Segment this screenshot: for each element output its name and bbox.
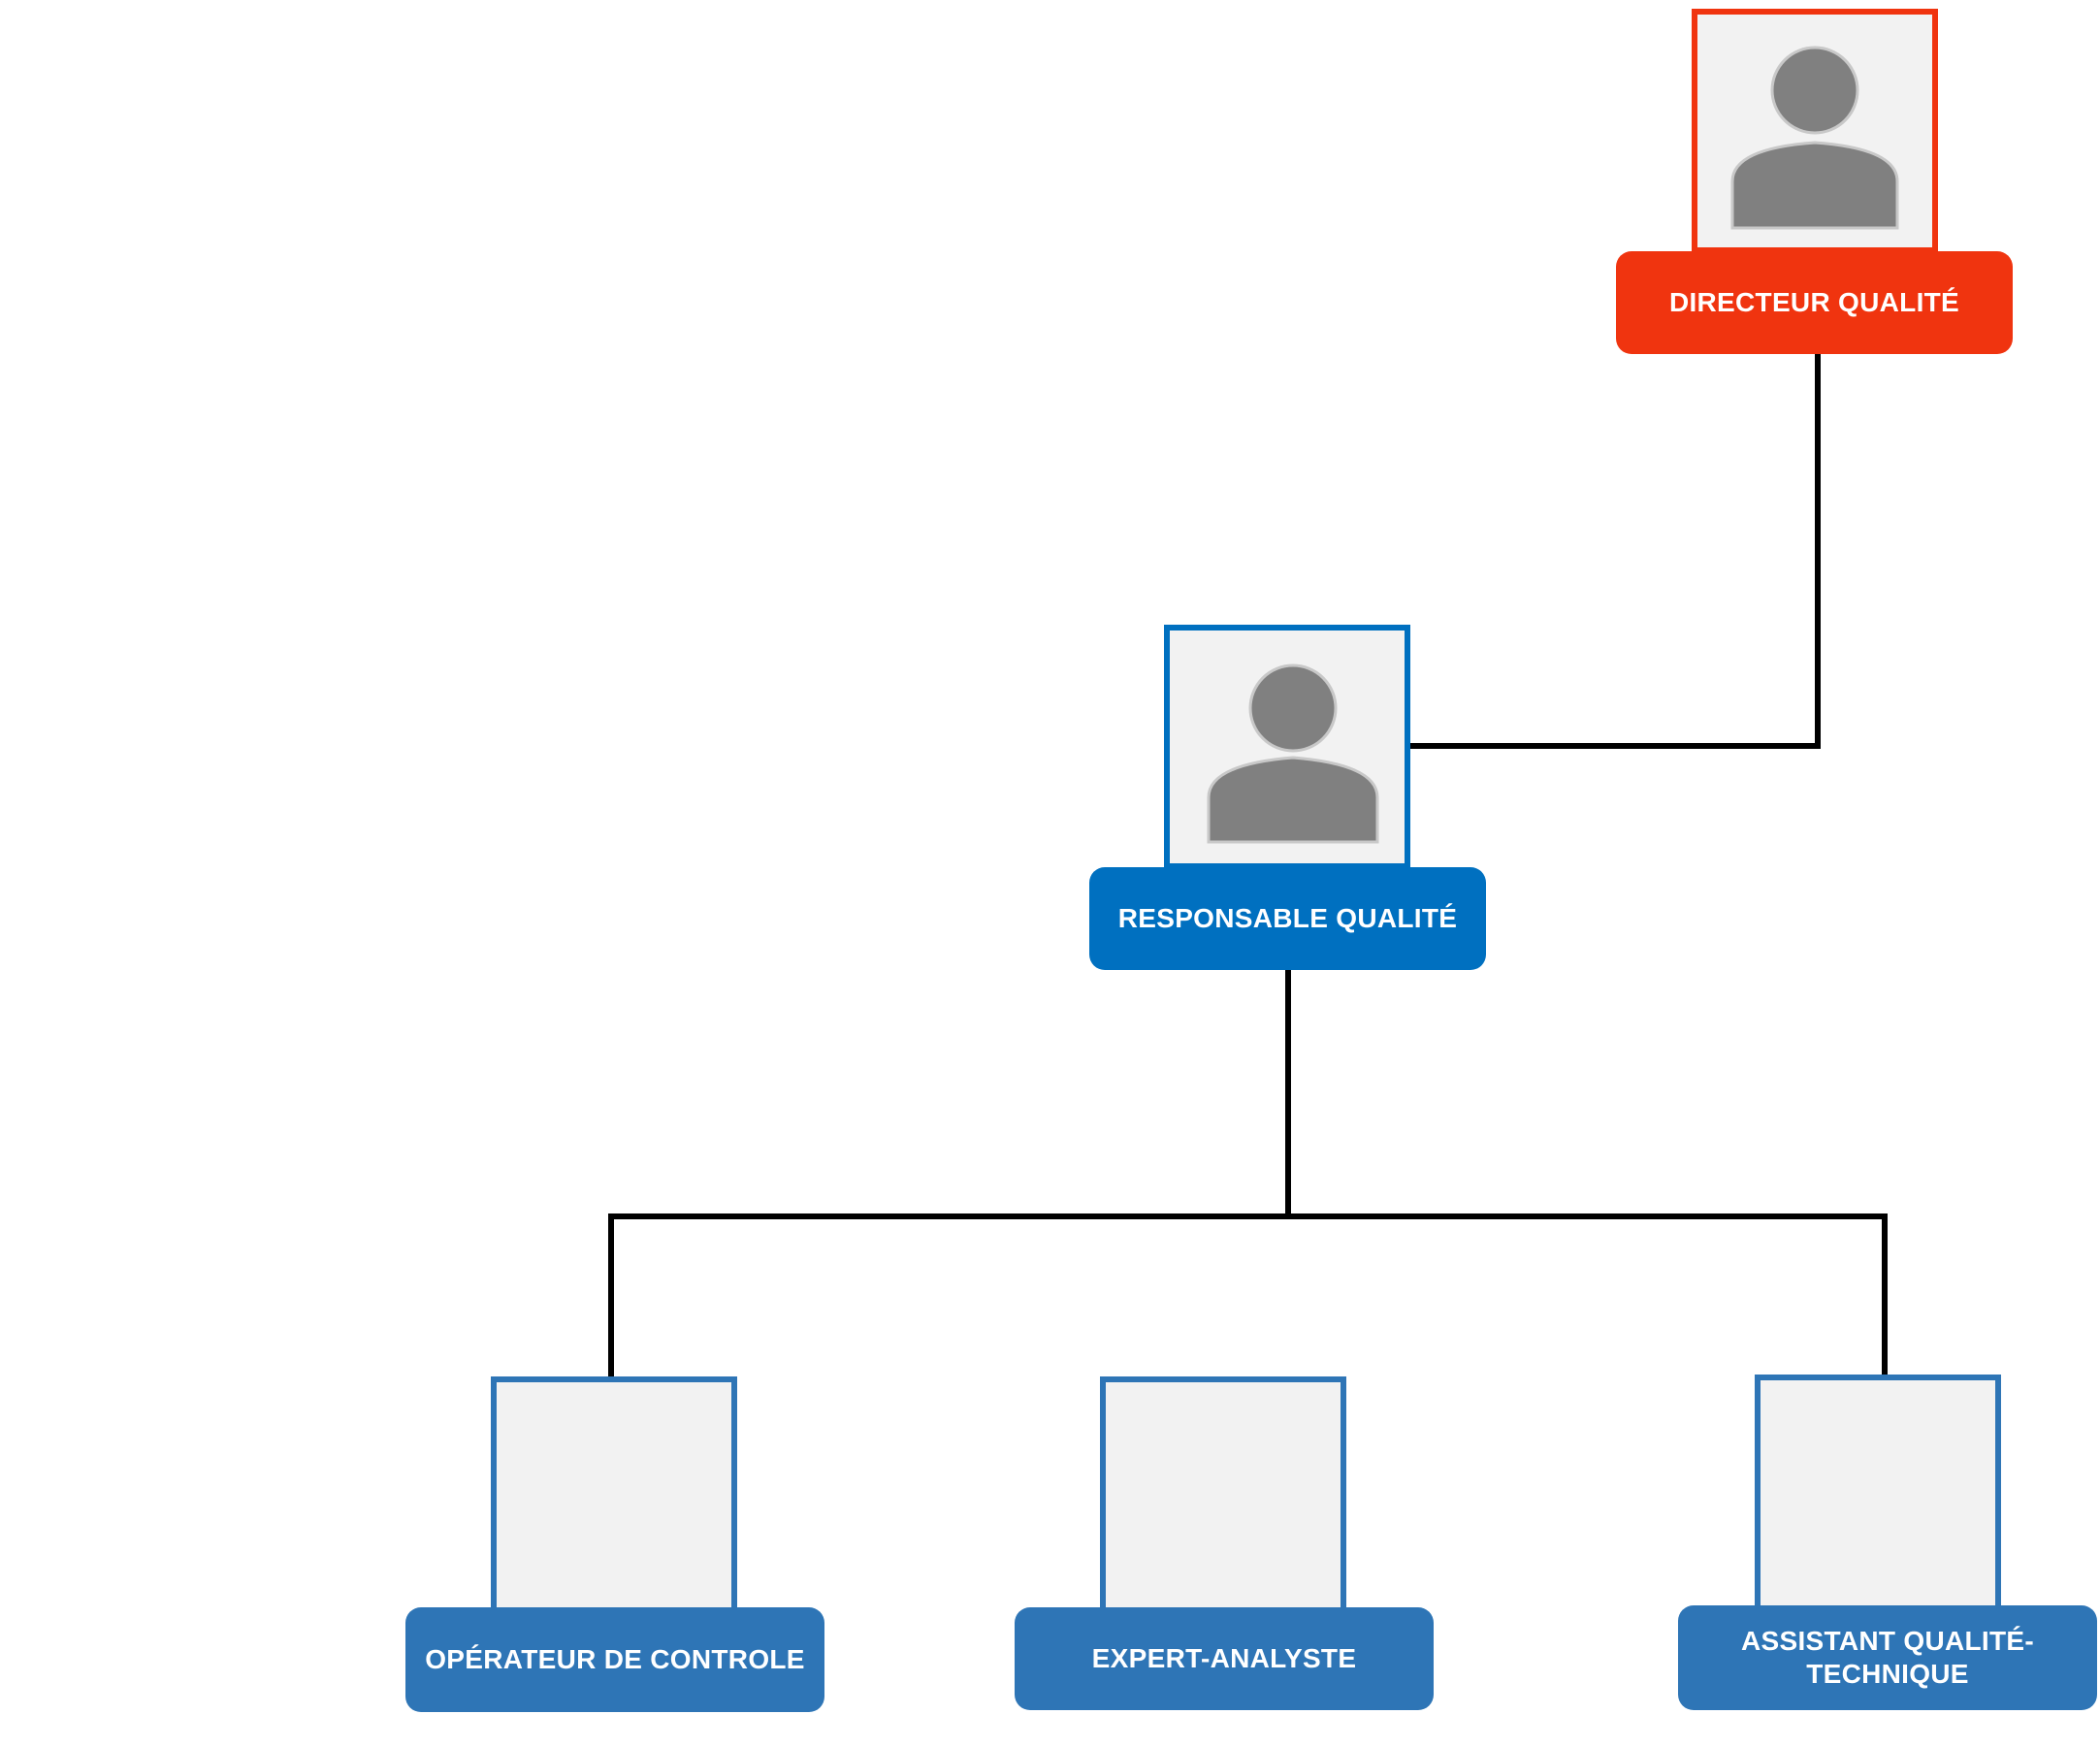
person-placeholder-icon [1207, 663, 1379, 844]
connector-staff-bus [608, 1213, 1888, 1219]
connector-director-vertical [1815, 352, 1821, 749]
connector-manager-vertical [1285, 969, 1291, 1219]
connector-staff-3 [1882, 1213, 1888, 1381]
connector-staff-1 [608, 1213, 614, 1384]
staff-title-assistant: ASSISTANT QUALITÉ-TECHNIQUE [1678, 1605, 2097, 1710]
manager-title: RESPONSABLE QUALITÉ [1089, 867, 1486, 970]
staff-photo-frame [1755, 1375, 2001, 1611]
person-placeholder-icon [1730, 46, 1899, 230]
director-photo-frame [1692, 9, 1938, 253]
staff-photo-frame [1100, 1376, 1346, 1613]
manager-photo-frame [1164, 625, 1410, 869]
connector-director-horizontal [1406, 743, 1821, 749]
staff-photo-frame [491, 1376, 737, 1613]
staff-title-expert: EXPERT-ANALYSTE [1015, 1607, 1434, 1710]
staff-title-operateur: OPÉRATEUR DE CONTROLE [405, 1607, 824, 1712]
director-title: DIRECTEUR QUALITÉ [1616, 251, 2013, 354]
